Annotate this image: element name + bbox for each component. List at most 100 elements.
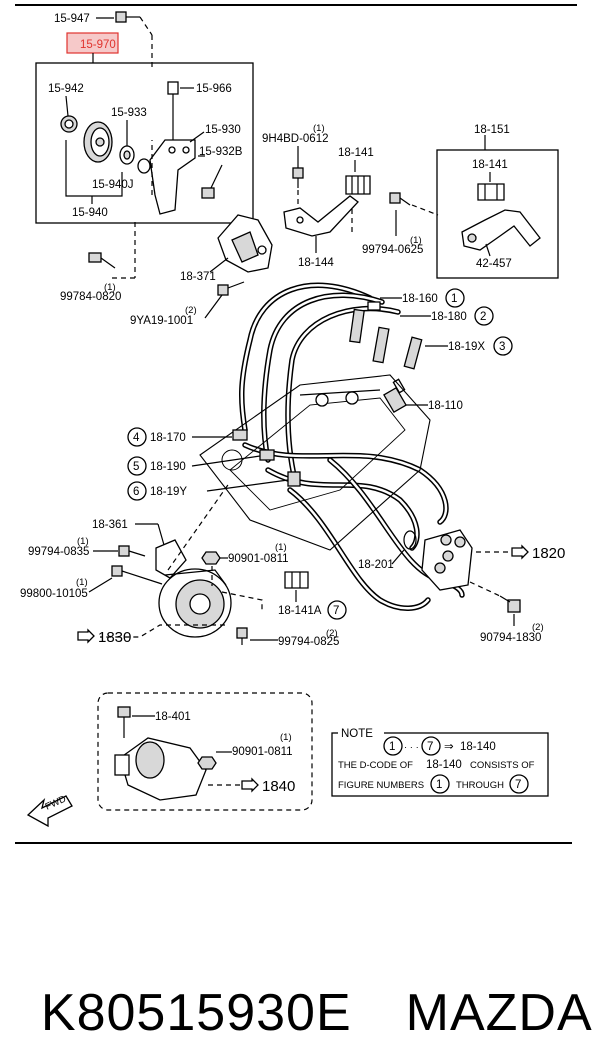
note-line3-from: 1 <box>436 779 442 791</box>
cylinder-head <box>199 374 431 551</box>
label-99794-0825: 99794-0825 <box>278 636 339 648</box>
circle-4-text: 4 <box>133 432 140 444</box>
bracket-18-361 <box>155 539 187 579</box>
idler-assembly-box <box>35 62 254 224</box>
note-title: NOTE <box>341 728 373 740</box>
label-18-19x: 18-19X <box>448 341 485 353</box>
note-circle-from <box>383 736 403 756</box>
circle-6 <box>127 481 147 501</box>
plug-boot-18-190 <box>259 449 275 461</box>
label-18-141a: 18-141A <box>278 605 322 617</box>
label-15-940j: 15-940J <box>92 179 134 191</box>
plug-boot-18-170 <box>232 429 248 441</box>
plug-boot-18-19x <box>403 336 423 370</box>
label-99800-10105: 99800-10105 <box>20 588 88 600</box>
label-1830: 1830 <box>98 629 131 646</box>
clip-18-141a <box>284 571 309 589</box>
label-99794-0625-a: 99794-0625 <box>362 244 423 256</box>
label-18-141-b: 18-141 <box>472 159 508 171</box>
starter-motor <box>114 737 207 801</box>
qty-9ya19: (2) <box>185 305 197 316</box>
note-circle-line3-from <box>430 774 450 794</box>
label-18-371: 18-371 <box>180 271 216 283</box>
spark-plug-18-110 <box>383 378 407 414</box>
label-18-151: 18-151 <box>474 124 510 136</box>
label-99784-0820: 99784-0820 <box>60 291 121 303</box>
qty-99794-0825: (2) <box>326 628 338 639</box>
coil-bracket-box <box>436 149 559 279</box>
bracket-18-371 <box>217 214 273 273</box>
bracket-42-457 <box>461 209 541 251</box>
idler-cap <box>60 115 78 133</box>
note-line2-pre: THE D-CODE OF <box>338 760 413 771</box>
label-9ya19-1001: 9YA19-1001 <box>130 315 193 327</box>
note-box <box>331 732 549 797</box>
note-line2-post: CONSISTS OF <box>470 760 535 771</box>
note-line3-pre: FIGURE NUMBERS <box>338 780 424 791</box>
note-line2-code: 18-140 <box>426 759 462 771</box>
label-18-201: 18-201 <box>358 559 394 571</box>
circle-3-text: 3 <box>499 341 505 353</box>
label-15-942: 15-942 <box>48 83 84 95</box>
circle-7 <box>327 600 347 620</box>
distributor <box>421 529 473 591</box>
label-15-947: 15-947 <box>54 13 90 25</box>
qty-99800: (1) <box>76 577 88 588</box>
note-line3-mid: THROUGH <box>456 780 504 791</box>
bolt-99800-10105 <box>111 565 163 585</box>
circle-5 <box>127 456 147 476</box>
ref-arrow-1840 <box>241 777 259 793</box>
label-90794-1830: 90794-1830 <box>480 632 541 644</box>
circle-7-text: 7 <box>333 605 339 617</box>
footer-part-number: K80515930E <box>40 984 352 1042</box>
label-15-966: 15-966 <box>196 83 232 95</box>
note-line3-to: 7 <box>515 779 521 791</box>
circle-6-text: 6 <box>133 486 139 498</box>
label-90901-0811-b: 90901-0811 <box>232 746 293 758</box>
label-15-970: 15-970 <box>80 39 116 51</box>
circle-5-text: 5 <box>133 461 139 473</box>
note-arrow-target: 18-140 <box>460 741 496 753</box>
ref-arrow-1830 <box>77 628 95 644</box>
bracket-18-144 <box>283 195 359 237</box>
nut-90901-0811-a <box>201 551 221 565</box>
bolt-99794-0625-a <box>389 192 411 206</box>
label-18-401: 18-401 <box>155 711 191 723</box>
label-18-361: 18-361 <box>92 519 128 531</box>
washer-15-933 <box>119 145 135 165</box>
label-15-932b: 15-932B <box>199 146 243 158</box>
note-range-to: 7 <box>427 741 433 753</box>
note-circle-to <box>421 736 441 756</box>
bolt-18-401 <box>117 706 131 738</box>
bolt-9h4bd-0612 <box>292 167 304 188</box>
idler-bracket <box>149 139 196 215</box>
label-18-110: 18-110 <box>428 400 463 412</box>
circle-2 <box>474 306 494 326</box>
label-18-141-a: 18-141 <box>338 147 374 159</box>
note-arrow: ⇒ <box>444 741 454 753</box>
parts-diagram: 15-947 15-970 15-942 15-933 15-940J 15-9… <box>15 4 577 844</box>
spacer <box>137 158 151 174</box>
note-circle-line3-to <box>509 774 529 794</box>
plug-boot-18-19y <box>287 471 301 487</box>
plug-boot-18-160 <box>349 301 381 344</box>
label-18-19y: 18-19Y <box>150 486 187 498</box>
label-18-180: 18-180 <box>431 311 467 323</box>
clip-18-141-a <box>345 175 371 195</box>
starter-box <box>97 692 313 811</box>
idler-pulley <box>83 121 113 163</box>
circle-2-text: 2 <box>480 311 486 323</box>
circle-3 <box>493 336 513 356</box>
label-42-457: 42-457 <box>476 258 512 270</box>
qty-90901-0811-b: (1) <box>280 732 292 743</box>
note-dots: · · · <box>404 742 419 753</box>
label-18-144: 18-144 <box>298 257 334 269</box>
circle-4 <box>127 427 147 447</box>
alternator <box>158 568 232 638</box>
fwd-arrow-icon <box>26 795 73 828</box>
plug-boot-18-180 <box>372 326 390 364</box>
note-range-from: 1 <box>389 741 395 753</box>
qty-99784: (1) <box>104 282 116 293</box>
bolt-15-932b <box>201 164 223 199</box>
